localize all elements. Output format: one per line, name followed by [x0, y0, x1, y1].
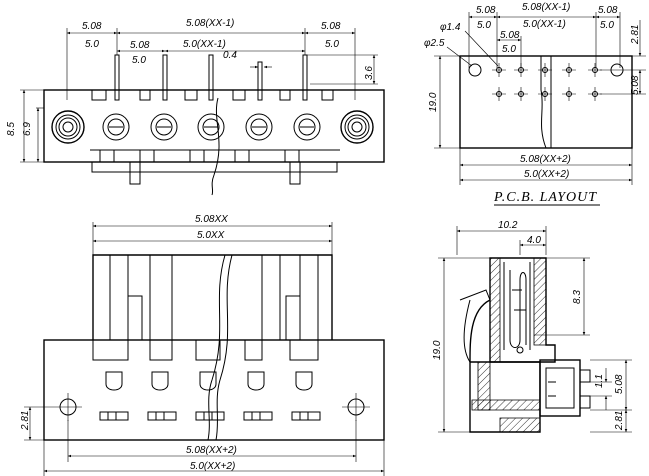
front-dim-right-pitch: 5.08: [321, 21, 341, 32]
side-dim-pin-offset: 2.81: [614, 411, 625, 431]
side-dim-pin-gap: 1.1: [594, 374, 605, 388]
pcb-dim-hole-small: φ1.4: [440, 22, 461, 33]
front-screw-right: [340, 110, 374, 144]
front-dim-pin-height: 3.6: [364, 66, 375, 80]
side-dim-upper-height: 8.3: [572, 290, 583, 304]
front-body: [43, 89, 385, 185]
pcb-dim-bottom-a: 5.08(XX+2): [520, 154, 571, 165]
bottom-side-dimensions: 2.81: [20, 406, 54, 441]
pcb-dim-hole-large: φ2.5: [424, 38, 445, 49]
side-dim-pin-pitch: 5.08: [614, 374, 625, 394]
pcb-break-line: [540, 56, 547, 149]
front-dim-height-b: 6.9: [22, 122, 33, 136]
side-dim-total-height: 19.0: [432, 340, 443, 360]
pcb-right-dimensions: 2.81 5.08: [600, 20, 646, 95]
pcb-layout-view: 5.08 5.0 5.08(XX-1) 5.0(XX-1) 5.08 5.0 5…: [424, 2, 646, 206]
pcb-dim-pitch-a-b: 5.0: [477, 20, 491, 31]
pcb-dim-span: 5.08(XX-1): [522, 2, 570, 13]
front-dim-pin-pitch-b: 5.0: [132, 55, 146, 66]
bottom-pins: [99, 411, 321, 421]
pcb-dim-pitch-c: 5.08: [500, 30, 520, 41]
pcb-dim-pitch-a: 5.08: [476, 5, 496, 16]
front-dim-span: 5.08(XX-1): [186, 18, 234, 29]
front-break-line: [211, 97, 220, 196]
pcb-dim-pitch-r: 5.08: [598, 5, 618, 16]
side-height-dimensions: 8.3 19.0: [432, 257, 590, 433]
pcb-dim-span-b: 5.0(XX-1): [523, 19, 566, 30]
bottom-dim-left-small: 2.81: [20, 411, 31, 431]
pcb-dim-pitch-c-b: 5.0: [502, 44, 516, 55]
front-screw-left: [51, 110, 85, 144]
pcb-layout-title: P.C.B. LAYOUT: [493, 190, 597, 205]
side-body: [459, 257, 591, 433]
pcb-dim-right-top: 2.81: [630, 25, 641, 45]
bottom-dim-bottom-b: 5.0(XX+2): [190, 461, 235, 472]
pcb-top-dimensions: 5.08 5.0 5.08(XX-1) 5.0(XX-1) 5.08 5.0 5…: [424, 2, 621, 68]
side-pin-dimensions: 1.1 5.08 2.81: [580, 359, 632, 433]
bottom-dim-span: 5.08XX: [195, 214, 228, 225]
pcb-dim-right-mid: 5.08: [630, 75, 641, 95]
front-dim-left-pitch-b: 5.0: [85, 39, 99, 50]
front-top-dimensions: 5.08 5.0 5.08(XX-1) 5.08 5.0 5.08 5.0 5.…: [66, 18, 356, 100]
bottom-top-dimensions: 5.08XX 5.0XX: [92, 214, 333, 255]
pcb-bottom-dimensions: 5.08(XX+2) 5.0(XX+2): [459, 148, 633, 185]
front-dim-span-b: 5.0(XX-1): [183, 39, 226, 50]
front-pins: [114, 54, 308, 101]
bottom-view: 5.08XX 5.0XX: [20, 214, 385, 476]
front-dim-pin-pitch: 5.08: [130, 40, 150, 51]
side-dim-inner-width: 4.0: [527, 235, 541, 246]
bottom-bottom-dimensions: 5.08(XX+2) 5.0(XX+2): [43, 420, 385, 476]
bottom-housing: [43, 254, 385, 441]
pcb-dim-bottom-b: 5.0(XX+2): [524, 169, 569, 180]
front-dim-left-pitch: 5.08: [82, 21, 102, 32]
bottom-dim-bottom-a: 5.08(XX+2): [186, 445, 237, 456]
pcb-dim-pitch-r-b: 5.0: [600, 20, 614, 31]
front-height-dimensions: 8.5 6.9 3.6: [6, 54, 378, 163]
bottom-terminals: [105, 371, 313, 391]
pcb-height-dimension: 19.0: [428, 55, 460, 149]
front-dim-right-pitch-b: 5.0: [325, 39, 339, 50]
pcb-holes: [468, 63, 624, 101]
front-view: 5.08 5.0 5.08(XX-1) 5.08 5.0 5.08 5.0 5.…: [6, 18, 385, 196]
side-section-view: 10.2 4.0: [432, 220, 632, 433]
bottom-dim-span-b: 5.0XX: [197, 230, 225, 241]
side-top-dimensions: 10.2 4.0: [456, 220, 547, 255]
front-dim-pin-width: 0.4: [223, 50, 237, 61]
pcb-dim-height: 19.0: [428, 92, 439, 112]
bottom-break-line: [207, 254, 226, 441]
side-dim-top-width: 10.2: [498, 220, 518, 231]
front-dim-height-a: 8.5: [6, 122, 17, 136]
front-terminal-screws: [102, 113, 321, 141]
